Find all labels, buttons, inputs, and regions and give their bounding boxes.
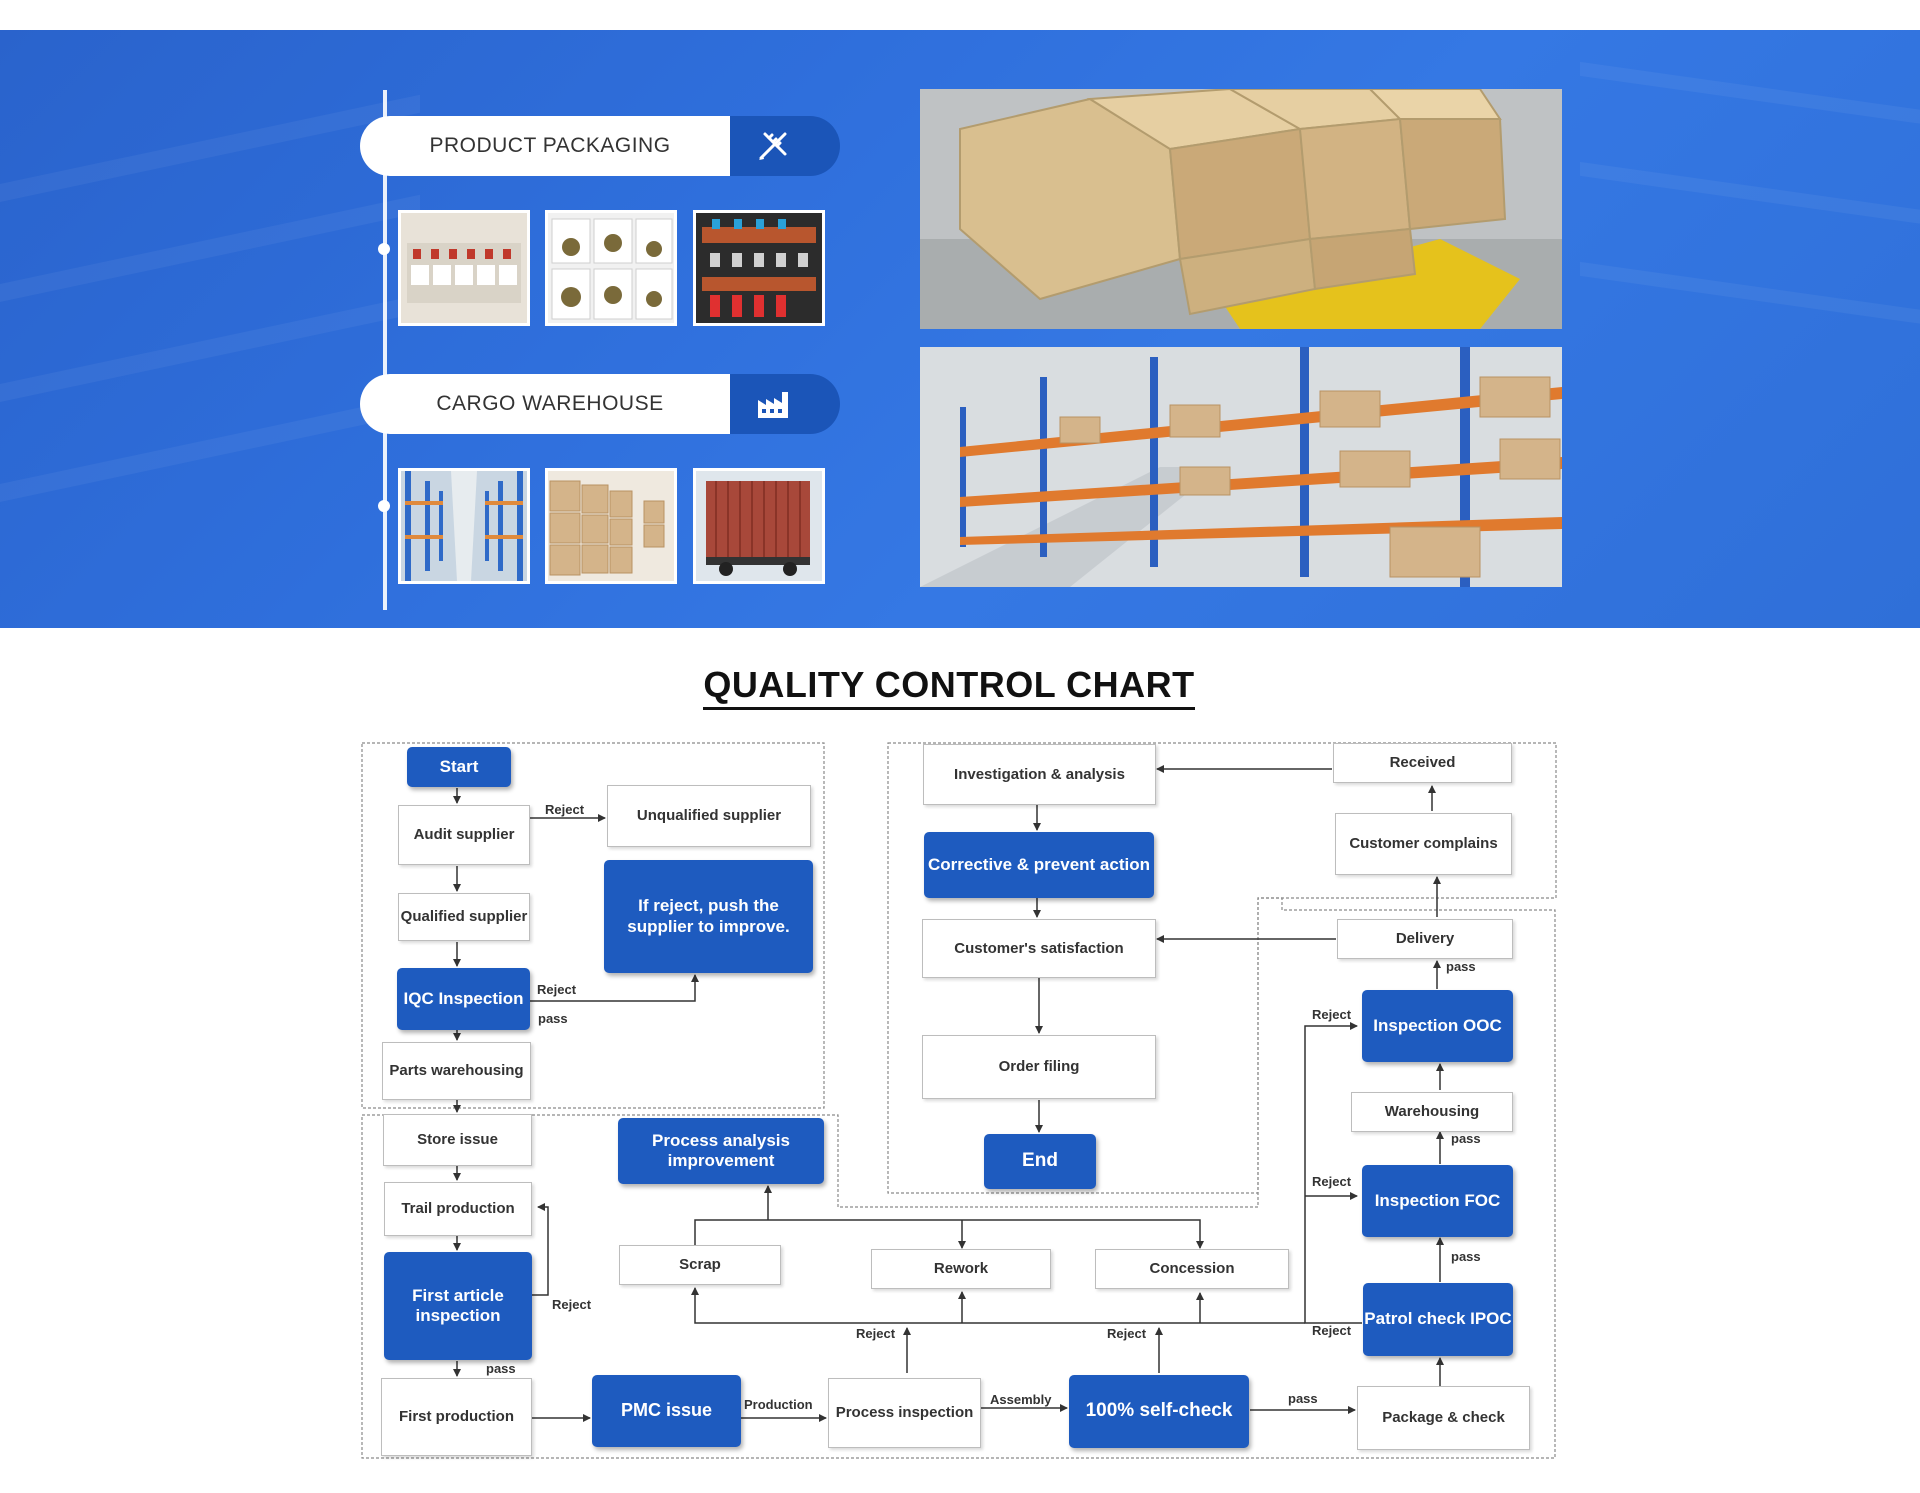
pass-label: pass <box>538 1011 568 1026</box>
timeline-line <box>383 90 387 610</box>
scrap-node: Scrap <box>619 1245 781 1285</box>
warehouse-photo <box>696 471 822 581</box>
pass-label: pass <box>1451 1249 1481 1264</box>
packaging-thumbnail-2 <box>545 210 677 326</box>
pill-left <box>360 116 740 176</box>
unqualified-supplier-node: Unqualified supplier <box>607 785 811 847</box>
reject-label: Reject <box>1312 1007 1352 1022</box>
patrol-check-node: Patrol check IPOC <box>1363 1283 1513 1356</box>
packaging-thumbnail-3 <box>693 210 825 326</box>
customer-complains-node: Customer complains <box>1335 813 1512 875</box>
cargo-warehouse-label: CARGO WAREHOUSE <box>436 392 664 415</box>
assembly-label: Assembly <box>990 1392 1052 1407</box>
parts-warehousing-node: Parts warehousing <box>382 1042 531 1100</box>
qualified-supplier-node: Qualified supplier <box>398 893 530 941</box>
warehouse-photo <box>548 471 674 581</box>
reject-label: Reject <box>1312 1323 1352 1338</box>
pmc-issue-node: PMC issue <box>592 1375 741 1447</box>
self-check-node: 100% self-check <box>1069 1375 1249 1448</box>
process-inspection-node: Process inspection <box>828 1378 981 1448</box>
flow-arrows <box>453 765 1444 1422</box>
corrective-action-node: Corrective & prevent action <box>924 832 1154 898</box>
production-label: Production <box>744 1397 813 1412</box>
product-packaging-label: PRODUCT PACKAGING <box>429 134 671 157</box>
received-node: Received <box>1333 743 1512 783</box>
warehouse-shelves-image <box>920 347 1562 587</box>
pass-label: pass <box>486 1361 516 1376</box>
process-analysis-node: Process analysis improvement <box>618 1118 824 1184</box>
warehouse-thumbnail-1 <box>398 468 530 584</box>
package-check-node: Package & check <box>1357 1386 1530 1450</box>
pass-label: pass <box>1288 1391 1318 1406</box>
quality-chart-title-text: QUALITY CONTROL CHART <box>703 664 1195 710</box>
customer-satisfaction-node: Customer's satisfaction <box>922 919 1156 978</box>
packaging-photo <box>548 213 674 323</box>
reject-label: Reject <box>1107 1326 1147 1341</box>
timeline-dot <box>378 500 390 512</box>
first-production-node: First production <box>381 1378 532 1456</box>
warehouse-shelves-photo <box>920 347 1562 587</box>
pill-left <box>360 374 740 434</box>
store-issue-node: Store issue <box>383 1114 532 1166</box>
reject-label: Reject <box>537 982 577 997</box>
timeline-dot <box>378 243 390 255</box>
packaging-thumbnail-1 <box>398 210 530 326</box>
audit-supplier-node: Audit supplier <box>398 805 530 865</box>
warehouse-thumbnail-2 <box>545 468 677 584</box>
reject-label: Reject <box>1312 1174 1352 1189</box>
order-filing-node: Order filing <box>922 1035 1156 1099</box>
warehouse-photo <box>401 471 527 581</box>
product-packaging-header: PRODUCT PACKAGING <box>360 116 840 176</box>
start-node: Start <box>407 747 511 787</box>
inspection-foc-node: Inspection FOC <box>1362 1165 1513 1237</box>
end-node: End <box>984 1134 1096 1189</box>
pill-right <box>730 116 840 176</box>
push-supplier-node: If reject, push the supplier to improve. <box>604 860 813 973</box>
rework-node: Rework <box>871 1249 1051 1289</box>
cargo-warehouse-header: CARGO WAREHOUSE <box>360 374 840 434</box>
warehouse-thumbnail-3 <box>693 468 825 584</box>
group-frames <box>361 742 1557 1459</box>
concession-node: Concession <box>1095 1249 1289 1289</box>
reject-label: Reject <box>856 1326 896 1341</box>
investigation-node: Investigation & analysis <box>923 744 1156 805</box>
packaging-boxes-image <box>920 89 1562 329</box>
iqc-inspection-node: IQC Inspection <box>397 968 530 1030</box>
pencil-ruler-icon <box>759 132 787 160</box>
packaging-photo <box>401 213 527 323</box>
pass-label: pass <box>1451 1131 1481 1146</box>
reject-label: Reject <box>545 802 585 817</box>
packaging-photo <box>696 213 822 323</box>
reject-label: Reject <box>552 1297 592 1312</box>
inspection-ooc-node: Inspection OOC <box>1362 990 1513 1062</box>
first-article-inspection-node: First article inspection <box>384 1252 532 1360</box>
quality-chart-title: QUALITY CONTROL CHART <box>0 664 1898 710</box>
delivery-node: Delivery <box>1337 919 1513 959</box>
factory-icon <box>758 392 788 418</box>
pass-label: pass <box>1446 959 1476 974</box>
packaging-boxes-photo <box>920 89 1562 329</box>
trail-production-node: Trail production <box>384 1182 532 1236</box>
warehousing-node: Warehousing <box>1351 1092 1513 1132</box>
